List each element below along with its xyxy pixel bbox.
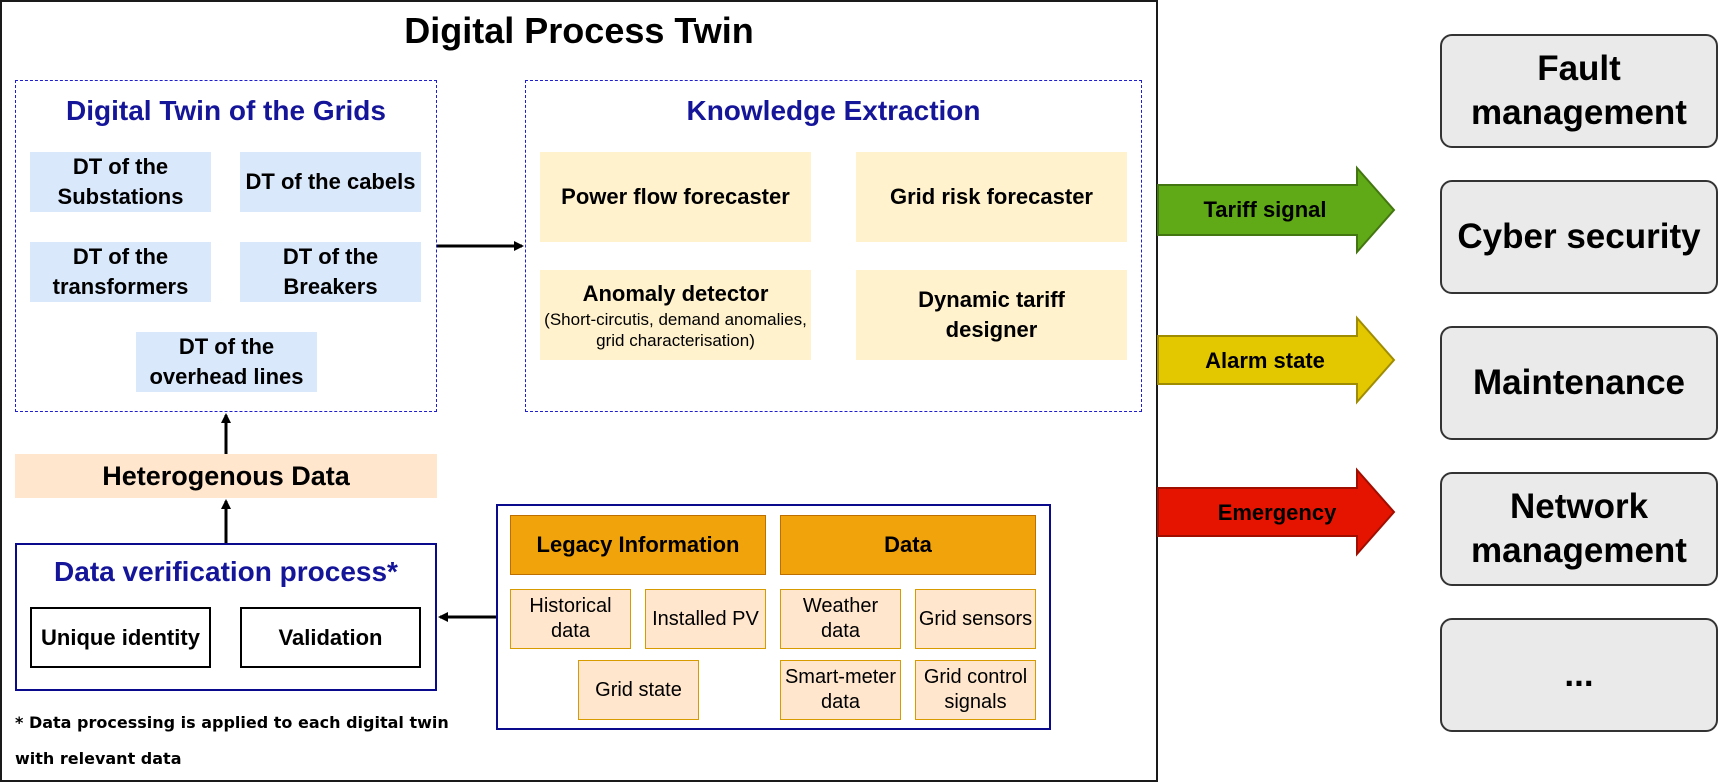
cyber-security-box: Cyber security	[1440, 180, 1718, 294]
heterogenous-data: Heterogenous Data	[15, 454, 437, 498]
knowledge-title: Knowledge Extraction	[686, 95, 981, 126]
installed-pv: Installed PV	[645, 589, 766, 649]
tariff-signal-label: Tariff signal	[1203, 197, 1327, 222]
tariff-signal-arrow	[1157, 165, 1396, 255]
dt-breakers: DT of the Breakers	[240, 242, 421, 302]
diagram-title: Digital Process Twin	[404, 10, 754, 51]
legacy-information-header: Legacy Information	[510, 515, 766, 575]
grid-risk-forecaster: Grid risk forecaster	[856, 152, 1127, 242]
data-header: Data	[780, 515, 1036, 575]
alarm-state-label: Alarm state	[1205, 348, 1325, 373]
alarm-state-arrow	[1157, 315, 1396, 405]
grids-container	[15, 80, 437, 412]
dt-substations: DT of the Substations	[30, 152, 211, 212]
anomaly-detector: Anomaly detector (Short-circutis, demand…	[540, 270, 811, 360]
verification-container	[15, 543, 437, 691]
weather-data: Weather data	[780, 589, 901, 649]
emergency-label: Emergency	[1217, 500, 1337, 525]
power-flow-forecaster: Power flow forecaster	[540, 152, 811, 242]
anomaly-detector-sub: (Short-circutis, demand anomalies, grid …	[544, 310, 807, 350]
unique-identity-box: Unique identity	[30, 607, 211, 668]
network-management-box: Network management	[1440, 472, 1718, 586]
dt-cabels: DT of the cabels	[240, 152, 421, 212]
dt-overhead-lines: DT of the overhead lines	[136, 332, 317, 392]
grids-title: Digital Twin of the Grids	[66, 95, 386, 126]
footnote: * Data processing is applied to each dig…	[15, 713, 449, 768]
grid-control-signals: Grid control signals	[915, 660, 1036, 720]
digital-process-twin-frame	[0, 0, 1158, 782]
smart-meter-data: Smart-meter data	[780, 660, 901, 720]
dt-transformers: DT of the transformers	[30, 242, 211, 302]
historical-data: Historical data	[510, 589, 631, 649]
more-applications-box: ...	[1440, 618, 1718, 732]
emergency-arrow	[1157, 467, 1396, 557]
validation-box: Validation	[240, 607, 421, 668]
verification-title: Data verification process*	[54, 556, 398, 587]
dynamic-tariff-designer: Dynamic tariff designer	[856, 270, 1127, 360]
maintenance-box: Maintenance	[1440, 326, 1718, 440]
grid-sensors: Grid sensors	[915, 589, 1036, 649]
anomaly-detector-label: Anomaly detector	[582, 281, 769, 306]
fault-management-box: Fault management	[1440, 34, 1718, 148]
knowledge-container	[525, 80, 1142, 412]
sources-container	[496, 504, 1051, 730]
grid-state: Grid state	[578, 660, 699, 720]
